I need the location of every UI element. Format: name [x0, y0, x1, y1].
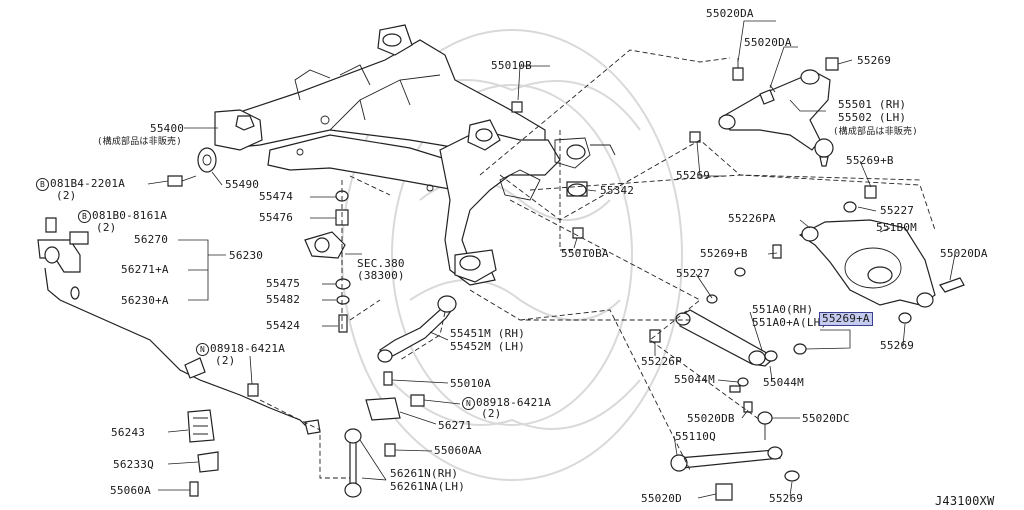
part-number-56271[interactable]: 56271: [438, 419, 473, 432]
quantity-081B0: (2): [96, 221, 117, 234]
part-number-56230A[interactable]: 56230+A: [121, 294, 169, 307]
part-number-56261NA[interactable]: 56261NA(LH): [390, 480, 466, 493]
part-number-55502[interactable]: 55502 (LH): [838, 111, 907, 124]
part-number-55226P[interactable]: 55226P: [641, 355, 682, 368]
nut-prefix-icon: N: [196, 343, 209, 356]
part-number-55474[interactable]: 55474: [259, 190, 294, 203]
watermark: [341, 29, 683, 481]
bolt-prefix-icon: B: [78, 210, 91, 223]
part-number-55501[interactable]: 55501 (RH): [838, 98, 907, 111]
part-number-55269-right[interactable]: 55269: [880, 339, 915, 352]
part-number-55020DC[interactable]: 55020DC: [802, 412, 850, 425]
toe-link: [377, 295, 457, 386]
part-number-55044M-left[interactable]: 55044M: [674, 373, 715, 386]
part-number-55020DA-lower[interactable]: 55020DA: [940, 247, 988, 260]
quantity-08918-upper: (2): [215, 354, 236, 367]
part-number-55044M-right[interactable]: 55044M: [763, 376, 804, 389]
rear-suspension-member: [214, 24, 616, 286]
part-number-56270[interactable]: 56270: [134, 233, 169, 246]
part-number-55110Q[interactable]: 55110Q: [675, 430, 716, 443]
nut-prefix-icon: N: [462, 397, 475, 410]
stabilizer-clamp: [37, 217, 89, 273]
part-number-55060AA[interactable]: 55060AA: [434, 444, 482, 457]
part-number-56271A[interactable]: 56271+A: [121, 263, 169, 276]
part-number-081B4-text: 081B4-2201A: [50, 177, 126, 190]
part-number-56230[interactable]: 56230: [229, 249, 264, 262]
part-number-55424[interactable]: 55424: [266, 319, 301, 332]
part-number-55227-lower[interactable]: 55227: [676, 267, 711, 280]
section-reference-380[interactable]: SEC.380: [357, 257, 405, 270]
section-reference-38300: (38300): [357, 269, 405, 282]
part-number-55269B-upper[interactable]: 55269+B: [846, 154, 894, 167]
part-number-55476[interactable]: 55476: [259, 211, 294, 224]
part-number-55060A[interactable]: 55060A: [110, 484, 151, 497]
part-number-55269-upper[interactable]: 55269: [857, 54, 892, 67]
part-number-55226PA[interactable]: 55226PA: [728, 212, 776, 225]
part-number-551A0[interactable]: 551A0: [752, 303, 787, 316]
reference-lines: [259, 49, 936, 479]
part-number-55020DA-upper[interactable]: 55020DA: [744, 36, 792, 49]
part-number-55451M[interactable]: 55451M (RH): [450, 327, 526, 340]
part-number-08918-lower-text: 08918-6421A: [476, 396, 552, 409]
part-number-56243[interactable]: 56243: [111, 426, 146, 439]
bolt-prefix-icon: B: [36, 178, 49, 191]
not-sold-separately-note-left: (構成部品は非販売): [97, 137, 182, 147]
part-number-08918-upper-text: 08918-6421A: [210, 342, 286, 355]
part-number-55400[interactable]: 55400: [150, 122, 185, 135]
stabilizer-connecting-rod: [344, 394, 425, 498]
part-number-55020DA-top[interactable]: 55020DA: [706, 7, 754, 20]
part-number-55342[interactable]: 55342: [600, 184, 635, 197]
rear-link: [649, 309, 807, 393]
quantity-081B4: (2): [56, 189, 77, 202]
leader-lines: [147, 20, 956, 499]
part-number-55475[interactable]: 55475: [266, 277, 301, 290]
part-number-55482[interactable]: 55482: [266, 293, 301, 306]
diagram-code: J43100XW: [935, 494, 995, 508]
part-number-55010BA[interactable]: 55010BA: [561, 247, 609, 260]
radius-rod: [670, 401, 800, 501]
part-number-55010B[interactable]: 55010B: [491, 59, 532, 72]
quantity-08918-lower: (2): [481, 407, 502, 420]
stabilizer-bar: [44, 267, 321, 497]
part-number-081B0-text: 081B0-8161A: [92, 209, 168, 222]
washer-55490: [197, 147, 217, 173]
part-number-55490[interactable]: 55490: [225, 178, 260, 191]
part-number-55269-mid[interactable]: 55269: [676, 169, 711, 182]
part-number-55269-bottom[interactable]: 55269: [769, 492, 804, 505]
part-number-55010A[interactable]: 55010A: [450, 377, 491, 390]
part-number-55020D[interactable]: 55020D: [641, 492, 682, 505]
part-number-551A0A[interactable]: 551A0+A: [752, 316, 800, 329]
part-number-55269A-highlighted[interactable]: 55269+A: [819, 312, 873, 326]
part-number-56261N[interactable]: 56261N(RH): [390, 467, 459, 480]
lower-arm: [706, 185, 965, 324]
part-number-55020DB[interactable]: 55020DB: [687, 412, 735, 425]
side-rh-551A0: (RH): [786, 303, 814, 316]
part-number-55452M[interactable]: 55452M (LH): [450, 340, 526, 353]
part-number-551B0M[interactable]: 551B0M: [876, 221, 917, 234]
not-sold-separately-note-right: (構成部品は非販売): [833, 127, 918, 137]
upper-link: [689, 57, 839, 167]
part-number-56233Q[interactable]: 56233Q: [113, 458, 154, 471]
part-number-55227-upper[interactable]: 55227: [880, 204, 915, 217]
part-number-55269B-lower[interactable]: 55269+B: [700, 247, 748, 260]
